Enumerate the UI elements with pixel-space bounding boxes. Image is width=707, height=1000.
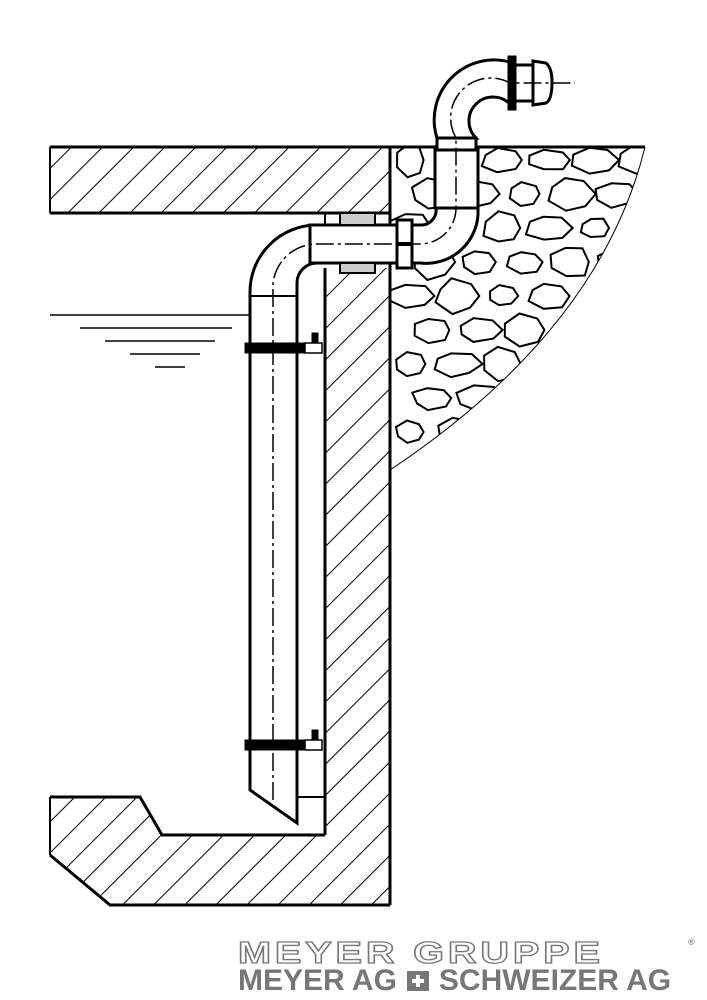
gravel-stone (528, 421, 576, 445)
gravel-stone (549, 246, 590, 278)
gravel-stone (577, 420, 613, 447)
gravel-boundary (389, 146, 646, 471)
gravel-stone (622, 277, 645, 313)
gravel-stone (600, 382, 632, 415)
gravel-stone (623, 347, 645, 380)
gravel-stone (433, 352, 485, 379)
gravel-stone (579, 217, 611, 239)
gravel-stone (461, 250, 498, 276)
registered-mark: ® (688, 937, 695, 947)
gravel-stone (483, 416, 526, 449)
gravel-stone (503, 312, 546, 348)
gravel-stone (410, 387, 453, 412)
gravel-stone (395, 147, 425, 179)
gravel-stone (594, 452, 641, 470)
gravel-stone (394, 419, 425, 444)
pipe-centerline (272, 77, 575, 800)
gravel-stone (527, 282, 571, 310)
gravel-backfill (390, 147, 645, 470)
swiss-cross-icon (406, 971, 429, 991)
gravel-stone (617, 147, 645, 175)
gravel-stone (528, 350, 569, 378)
gravel-stone (390, 283, 436, 309)
logo-group-name: MEYER GRUPPE (237, 935, 604, 970)
gravel-stone (505, 452, 542, 470)
gravel-stone (623, 417, 645, 447)
logo-companies: MEYER AG SCHWEIZER AG (238, 966, 671, 996)
gravel-stone (488, 284, 520, 307)
logo-company-left: MEYER AG (238, 964, 397, 997)
gravel-stone (459, 317, 505, 343)
gravel-stone (434, 277, 481, 316)
gravel-stone (462, 454, 494, 470)
gravel-stone (600, 315, 635, 343)
gravel-stone (413, 317, 451, 345)
gravel-stone (524, 215, 575, 241)
gravel-stone (395, 351, 427, 378)
gravel-stone (620, 210, 645, 245)
bottom-concrete-slab (49, 795, 390, 907)
gravel-stone (596, 248, 641, 275)
gravel-stone (594, 182, 640, 209)
gravel-stone (483, 345, 522, 383)
gravel-stone (482, 210, 522, 243)
gravel-stone (480, 147, 524, 174)
pipe-clamp-upper (244, 332, 323, 354)
gravel-stone (505, 251, 544, 275)
concrete-wall (323, 147, 392, 905)
gravel-stone (547, 177, 598, 212)
gravel-stone (578, 285, 612, 309)
gravel-stone (411, 452, 451, 470)
water-level-symbol (50, 314, 250, 368)
pipe-clamp-lower (244, 729, 323, 751)
gravel-stone (504, 384, 549, 412)
logo-company-right: SCHWEIZER AG (438, 964, 672, 997)
gravel-stone (553, 449, 589, 470)
gravel-stone (551, 385, 590, 410)
gravel-stone (581, 348, 612, 379)
gravel-stone (508, 181, 541, 208)
gravel-stone (528, 148, 572, 171)
gravel-stone (570, 147, 621, 175)
top-concrete-slab (49, 145, 645, 215)
